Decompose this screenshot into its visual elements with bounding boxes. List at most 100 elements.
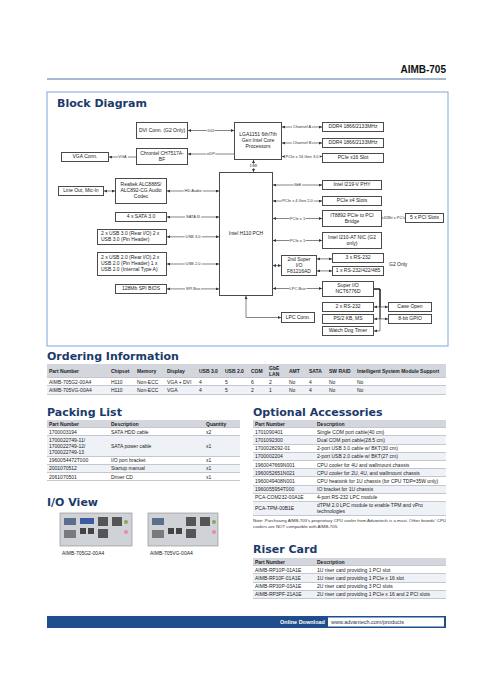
table-header: Part Number [253,420,315,428]
table-row: 1960047669N001CPU cooler for 4U and wall… [253,460,446,468]
table-cell: No [327,386,355,394]
table-cell: AIMB-RF10F-01A1E [253,574,315,582]
table-cell: Dual COM port cable(28.5 cm) [315,436,446,444]
table-cell: IO bracket for 1U chassis [315,485,446,493]
block-box: 4 x SATA 3.0 [115,212,167,222]
connector [374,289,380,307]
table-cell: 2-port USB 3.0 cable w/ BKT(30 cm) [315,444,446,452]
box-text: DDR4 1866/2133MHz [329,124,378,130]
box-text: PCIe x16 Slot [338,155,369,161]
block-box: Realtek ALC888S/ ALC892-CG Audio Codec [115,178,167,204]
table-cell: x1 [204,436,240,456]
box-text: Intel I210-AT NIC (G2 only) [325,235,380,247]
block-box: PCIe x4 Slots [322,196,382,206]
table-row: AIMB-RP10P-01A1E1U riser card providing … [253,566,446,574]
block-box: PCIe x16 Slot [322,153,384,163]
block-box: Intel H110 PCH [219,172,273,296]
table-row: 1960054472T000I/O port bracketx1 [47,456,240,464]
box-text: LGA1151 6th/7th Gen Intel Core Processor… [237,132,280,149]
box-text: IT8892 PCIe to PCI Bridge [325,213,380,225]
block-box: PS/2 KB, MS [322,314,374,324]
edge-label: 32Bit x PCI [383,216,405,220]
edge-label: HD Audio [184,189,203,193]
table-cell: PCA-TPM-00B1E [253,501,315,515]
table-cell: 1U riser card providing 1 PCIe x 16 slot [315,574,446,582]
table-row: 1700003194SATA HDD cablex2 [47,428,240,436]
connector [374,289,380,319]
download-url: www.advantech.com/products [331,619,404,625]
table-header: Description [315,420,446,428]
group-note: G2 Only [389,261,407,267]
table-cell: x2 [204,428,240,436]
table-row: 1960055954T000IO bracket for 1U chassis [253,485,446,493]
block-box: IT8892 PCIe to PCI Bridge [322,210,382,227]
edge-label: USB 3.0 [185,235,202,239]
table-cell: H110 [109,386,135,394]
table-header: USB 3.0 [197,364,223,378]
table-cell: 5 [223,386,249,394]
table-cell: PCA-COM232-00A1E [253,493,315,501]
block-box: Watch Dog Timer [322,326,374,336]
table-row: 1960049408N001CPU heatsink for 1U chassi… [253,477,446,485]
table-cell: 1960054472T000 [47,456,109,464]
table-header: Description [109,420,204,428]
box-text: 5 x PCI Slots [410,215,439,221]
edge-label: VGA [117,155,127,159]
data-table: Part NumberDescription1701090401Single C… [253,420,446,516]
edge-label: Channel B [292,141,312,145]
table-cell: Driver CD [109,472,204,480]
box-text: VGA Conn. [72,154,97,160]
box-text: 2 x RS-232 [335,304,360,310]
block-box: Case Open [388,302,432,312]
table-cell: 1960047669N001 [253,460,315,468]
table-row: AIMB-705VG-00A4H110Non-ECCVGA4521No4NoNo [47,386,446,394]
table-cell: 1960049408N001 [253,477,315,485]
table-cell: 2001070512 [47,464,109,472]
table-header: GbE LAN [267,364,287,378]
table-cell: Single COM port cable(40 cm) [315,428,446,436]
connector [104,191,115,192]
box-text: 1 x RS-232/422/485 [336,268,380,274]
block-box: Intel I219-V PHY [322,180,382,190]
table-row: AIMB-RP3PF-21A1E2U riser card providing … [253,590,446,598]
table-cell: 2 [249,386,267,394]
table-header: Memory [135,364,165,378]
box-text: 8-bit GPIO [398,316,422,322]
table-row: 1701092300Dual COM port cable(28.5 cm) [253,436,446,444]
box-text: Watch Dog Timer [329,328,367,334]
table-cell: 1 [267,386,287,394]
block-box: 2 x RS-232 [322,302,374,312]
box-text: Realtek ALC888S/ ALC892-CG Audio Codec [118,182,165,199]
table-cell: 1700028292-01 [253,444,315,452]
table-cell: CPU heatsink for 1U chassis (for CPU TDP… [315,477,446,485]
table-cell: 5 [223,378,249,386]
table-header: USB 2.0 [223,364,249,378]
block-box: DDR4 1866/2133MHz [322,122,384,132]
block-box: Chrontel CH7517A-BF [136,148,188,165]
block-box: 3 x RS-232 [332,253,384,263]
table-cell: CPU cooler for 4U and wallmount chassis [315,460,446,468]
table-cell: No [355,378,446,386]
download-bar [47,616,446,628]
box-text: 3 x RS-232 [345,255,370,261]
section-heading: I/O View [47,496,98,509]
table-row: 1700028292-012-port USB 3.0 cable w/ BKT… [253,444,446,452]
table-cell: 1700022749-11/ 1700022749-12/ 1700022749… [47,436,109,456]
edge-label: PCIe x 4 Gen 2.0 [281,199,313,203]
block-box: LPC Conn. [281,312,315,323]
box-text: Chrontel CH7517A-BF [139,151,186,163]
block-box: 2 x USB 3.0 (Rear I/O) 2 x USB 3.0 (Pin … [97,229,167,245]
section-heading: Optional Accessories [253,406,383,419]
table-header: Intelligent System Module Support [355,364,446,378]
edge-label: USB 2.0 [185,262,202,266]
connector [273,265,281,266]
table-cell: 1960055954T000 [253,485,315,493]
table-cell: 4 [197,378,223,386]
table-row: PCA-COM232-00A1E4-port RS-232 LPC module [253,493,446,501]
box-text: Case Open [397,304,422,310]
table-cell: 4 [197,386,223,394]
edge-label: Channel A [292,125,312,129]
table-cell: 4-port RS-232 LPC module [315,493,446,501]
box-text: LPC Conn. [286,315,310,321]
